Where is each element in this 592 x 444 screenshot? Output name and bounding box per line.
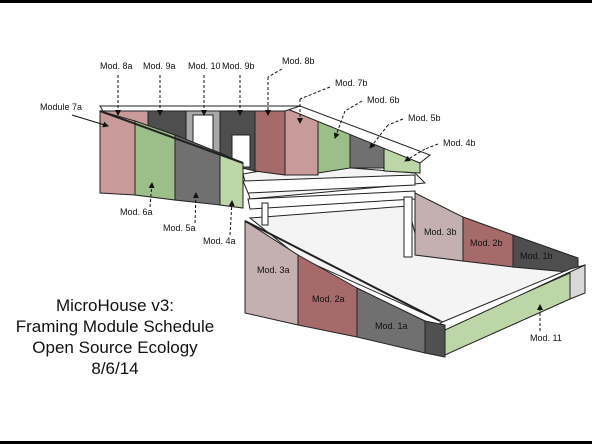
label-mod-3a: Mod. 3a (257, 265, 290, 275)
label-mod-8a: Mod. 8a (100, 61, 133, 71)
title-line-2: Framing Module Schedule (15, 317, 215, 336)
leader-4b (424, 143, 439, 150)
label-mod-1a: Mod. 1a (375, 321, 408, 331)
beam-upper (242, 174, 416, 194)
wall-mod-6a (134, 120, 176, 201)
label-mod-5a: Mod. 5a (163, 223, 196, 233)
post-left (261, 202, 269, 226)
label-mod-9b: Mod. 9b (222, 61, 255, 71)
label-mod-2a: Mod. 2a (312, 294, 345, 304)
label-mod-7b: Mod. 7b (335, 78, 368, 88)
label-mod-1b: Mod. 1b (520, 251, 553, 261)
label-mod-3b: Mod. 3b (424, 227, 457, 237)
sloped-top-edge (244, 220, 441, 322)
leader-5b (387, 118, 404, 126)
label-mod-4a: Mod. 4a (203, 236, 236, 246)
leader-4a (228, 200, 235, 236)
label-mod-9a: Mod. 9a (143, 61, 176, 71)
leader-7a (71, 114, 109, 128)
leader-8b (267, 68, 283, 78)
label-mod-8b: Mod. 8b (282, 56, 315, 66)
corner-post (424, 320, 446, 358)
top-plate-back (99, 105, 301, 112)
wall-mod-8b (254, 107, 286, 176)
label-module-7a: Module 7a (40, 102, 82, 112)
label-mod-6b: Mod. 6b (367, 95, 400, 105)
title-line-1: MicroHouse v3: (55, 296, 175, 315)
label-mod-4b: Mod. 4b (443, 138, 476, 148)
diagram-title: MicroHouse v3: Framing Module Schedule O… (0, 295, 230, 379)
front-left-top-edge (99, 110, 244, 164)
leader-7b (299, 86, 331, 100)
title-line-3: Open Source Ecology (32, 338, 198, 357)
label-mod-5b: Mod. 5b (408, 113, 441, 123)
leader-4b-down (404, 148, 426, 162)
leader-5a (192, 192, 199, 224)
wall-mod-7a (99, 110, 136, 196)
title-line-4: 8/6/14 (91, 359, 139, 378)
leader-6b (344, 100, 363, 112)
label-mod-11: Mod. 11 (530, 333, 562, 343)
post-right (403, 196, 413, 258)
label-mod-2b: Mod. 2b (470, 238, 503, 248)
label-mod-10: Mod. 10 (188, 61, 221, 71)
label-mod-6a: Mod. 6a (120, 207, 153, 217)
leader-6a (148, 182, 155, 208)
house-diagram: Module 7a Mod. 8a Mod. 9a Mod. 10 Mod. 9… (40, 56, 586, 358)
